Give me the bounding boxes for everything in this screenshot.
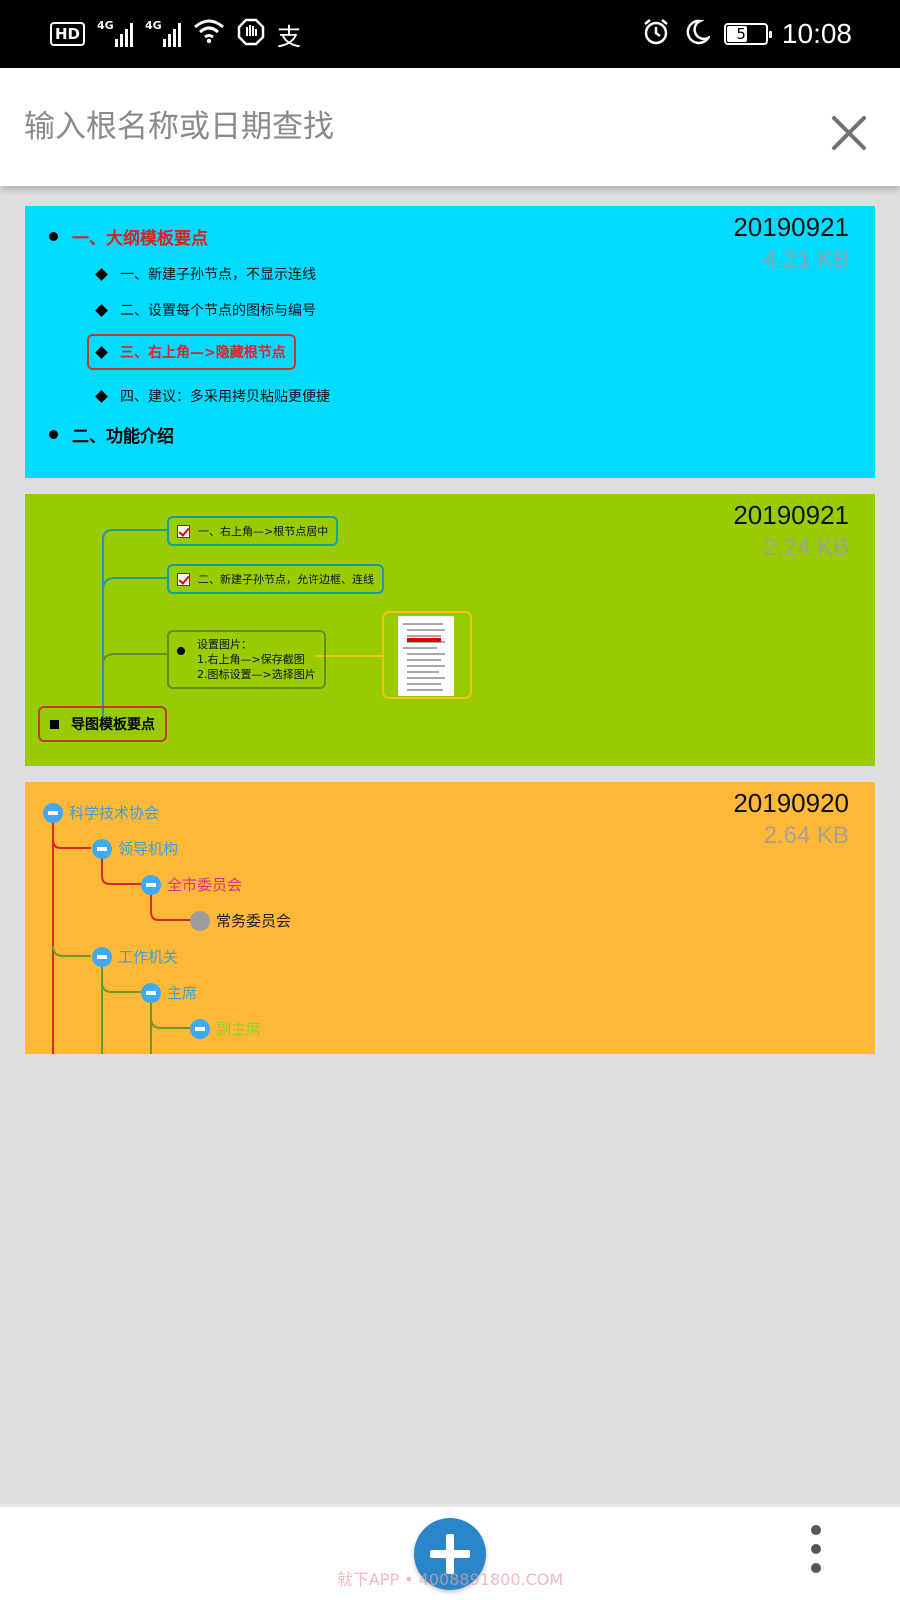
outline-item-highlighted: 三、右上角—>隐藏根节点: [87, 334, 296, 370]
watermark: 就下APP • 4008891800.COM: [336, 1570, 564, 1589]
battery-icon: 50: [723, 23, 772, 45]
file-size: 2.64 KB: [763, 822, 849, 849]
file-date: 20190920: [733, 788, 849, 818]
file-card[interactable]: 科学技术协会 领导机构 全市委员会 常务委员会 工作机关 主席 副主席 2019…: [25, 782, 875, 1054]
collapse-icon: [190, 1018, 210, 1039]
outline-item: 二、设置每个节点的图标与编号: [95, 300, 316, 320]
outline-item: 一、新建子孙节点，不显示连线: [95, 264, 316, 284]
moon-icon: [684, 18, 712, 50]
hd-icon: HD: [50, 22, 86, 46]
file-card[interactable]: 一、大纲模板要点 一、新建子孙节点，不显示连线 二、设置每个节点的图标与编号 三…: [25, 206, 875, 478]
tree-node: 主席: [141, 982, 197, 1003]
mindmap-node: 二、新建子孙节点，允许边框、连线: [167, 564, 384, 594]
alarm-icon: [642, 18, 670, 50]
collapse-icon: [92, 946, 112, 967]
file-card[interactable]: 一、右上角—>根节点居中 二、新建子孙节点，允许边框、连线 设置图片： 1.右上…: [25, 494, 875, 766]
file-date: 20190921: [733, 212, 849, 242]
file-date: 20190921: [733, 500, 849, 530]
outline-heading: 一、大纲模板要点: [49, 224, 208, 249]
signal-icon-2: 4G: [145, 19, 182, 47]
wifi-icon: [193, 18, 225, 50]
checkbox-icon: [177, 524, 190, 538]
collapse-icon: [92, 838, 112, 859]
tree-node: 副主席: [190, 1018, 261, 1039]
outline-heading: 二、功能介绍: [49, 422, 174, 447]
checkbox-icon: [177, 572, 190, 586]
mindmap-node: 一、右上角—>根节点居中: [167, 516, 339, 546]
tree-node: 工作机关: [92, 946, 178, 967]
mindmap-root: 导图模板要点: [38, 706, 167, 742]
file-size: 4.21 KB: [763, 246, 849, 273]
search-input[interactable]: [24, 98, 804, 156]
close-icon[interactable]: [826, 110, 872, 156]
collapse-icon: [141, 982, 161, 1003]
clock: 10:08: [781, 18, 852, 49]
tree-node: 全市委员会: [141, 874, 242, 895]
file-size: 2.24 KB: [763, 534, 849, 561]
more-menu-icon[interactable]: [804, 1520, 828, 1584]
status-bar: HD 4G 4G 支 50 10:08: [0, 0, 900, 68]
signal-icon: 4G: [97, 19, 134, 47]
add-button[interactable]: [414, 1518, 486, 1590]
search-bar: [0, 68, 900, 186]
outline-item: 四、建议：多采用拷贝粘贴更便捷: [95, 386, 330, 406]
tree-node: 常务委员会: [190, 910, 291, 931]
mindmap-node: 设置图片： 1.右上角—>保存截图 2.图标设置—>选择图片: [167, 630, 326, 689]
tree-node: 领导机构: [92, 838, 178, 859]
collapse-icon: [43, 802, 63, 823]
alipay-icon: 支: [277, 22, 302, 51]
mindmap-connectors: [102, 529, 472, 720]
tree-node: 科学技术协会: [43, 802, 159, 823]
tree-connectors: [52, 822, 191, 1054]
leaf-dot-icon: [190, 910, 210, 931]
hand-icon: [237, 18, 265, 50]
collapse-icon: [141, 874, 161, 895]
